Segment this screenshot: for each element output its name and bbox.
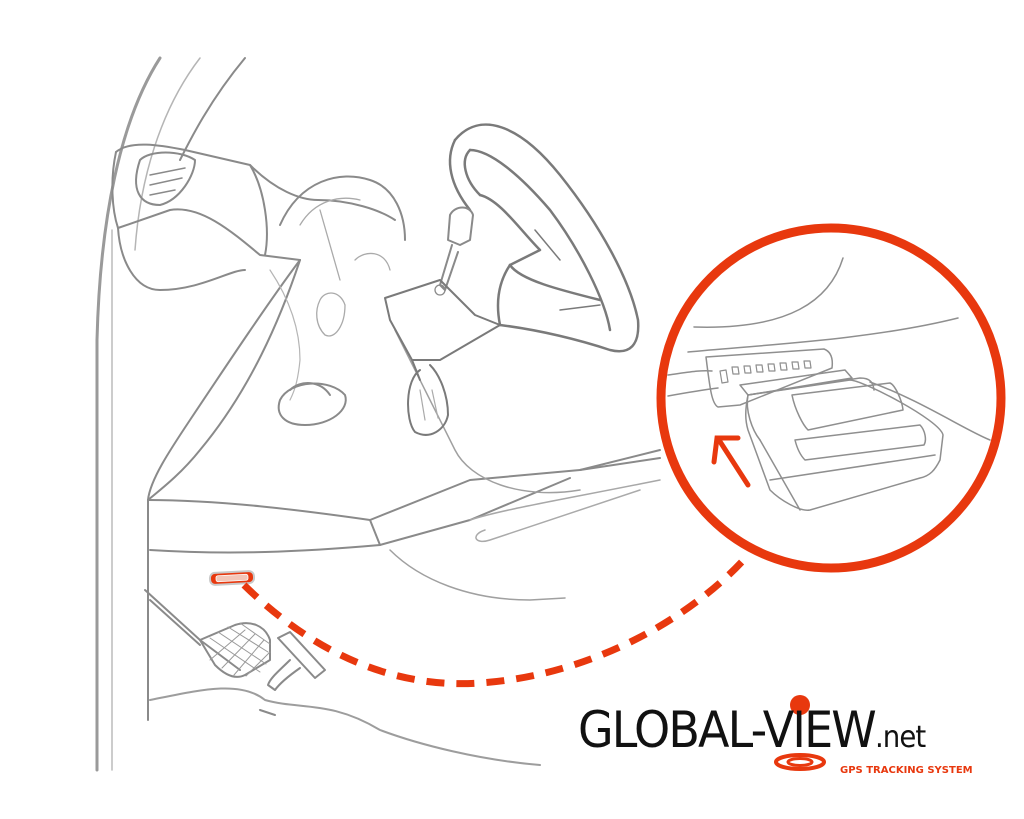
zoom-circle <box>656 223 1006 573</box>
steering-column <box>384 279 501 436</box>
pedals <box>144 589 326 691</box>
logo-tagline: GPS TRACKING SYSTEM <box>840 765 973 776</box>
dashed-connector <box>241 552 751 688</box>
logo-brand: GLOBAL-VIEW <box>578 701 877 759</box>
target-pin-icon <box>774 695 826 771</box>
gps-tracker-device <box>739 369 944 511</box>
logo-domain: .net <box>874 720 926 755</box>
brand-logo: GLOBAL-VIEW.net GPS TRACKING SYSTEM <box>578 693 998 793</box>
wiper-stalk <box>434 206 474 296</box>
steering-wheel <box>448 123 640 353</box>
air-vent <box>135 151 196 206</box>
obd-port <box>208 570 256 586</box>
logo-wordmark: GLOBAL-VIEW.net <box>578 705 926 755</box>
obd-socket <box>705 348 834 408</box>
dashboard <box>111 143 661 766</box>
instrument-cluster <box>277 175 406 426</box>
insert-direction-arrow <box>711 435 751 488</box>
door-pillar <box>95 56 246 772</box>
